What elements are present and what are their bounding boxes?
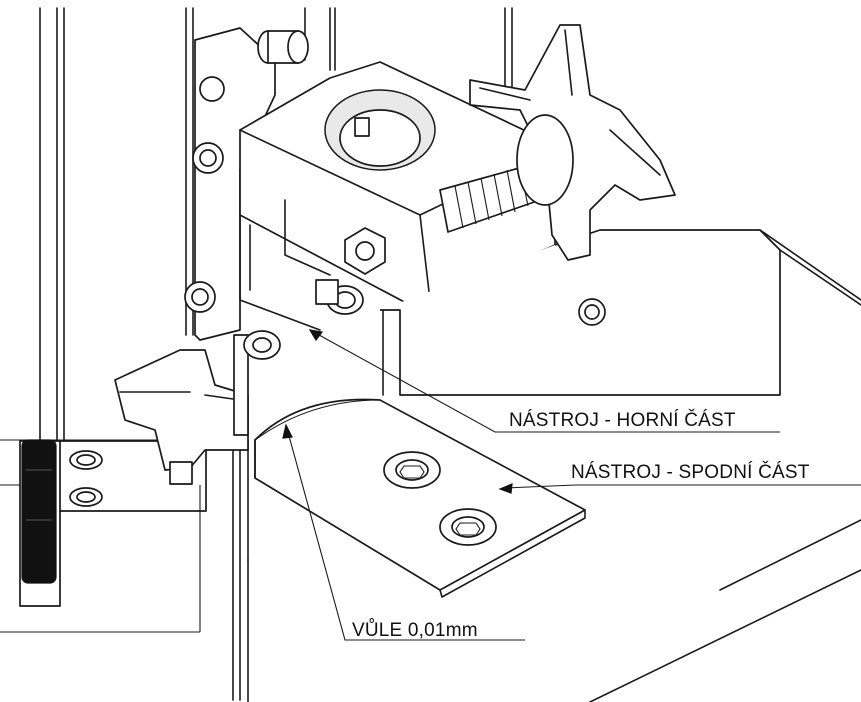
plate-bolt-3	[184, 281, 216, 313]
lower-tool-screw-1	[383, 451, 441, 489]
leader-gap	[282, 423, 525, 641]
socket-screw-post	[233, 330, 281, 436]
base-screw-bottom	[69, 487, 103, 507]
base-screw-top	[69, 450, 103, 470]
lower-tool	[254, 398, 586, 598]
hex-nut	[344, 227, 386, 275]
table-edges	[247, 519, 861, 702]
vertical-column	[185, 7, 513, 701]
plate-bolt-2	[192, 142, 224, 174]
clamp-bore	[324, 89, 436, 171]
star-knob-right	[469, 24, 676, 261]
star-knob-left	[114, 349, 249, 485]
label-upper-tool: NÁSTROJ - HORNÍ ČÁST	[509, 410, 736, 431]
top-pin	[257, 30, 309, 64]
label-gap: VŮLE 0,01mm	[352, 620, 478, 641]
plate-bolt-1	[199, 76, 225, 102]
label-lower-tool: NÁSTROJ - SPODNÍ ČÁST	[571, 462, 810, 483]
leader-lower-tool	[498, 483, 861, 494]
upper-tool-plate	[380, 229, 861, 396]
leader-upper-tool	[308, 329, 780, 433]
lower-tool-screw-2	[439, 508, 497, 546]
side-wheel	[21, 439, 57, 584]
small-bolt	[315, 279, 364, 315]
